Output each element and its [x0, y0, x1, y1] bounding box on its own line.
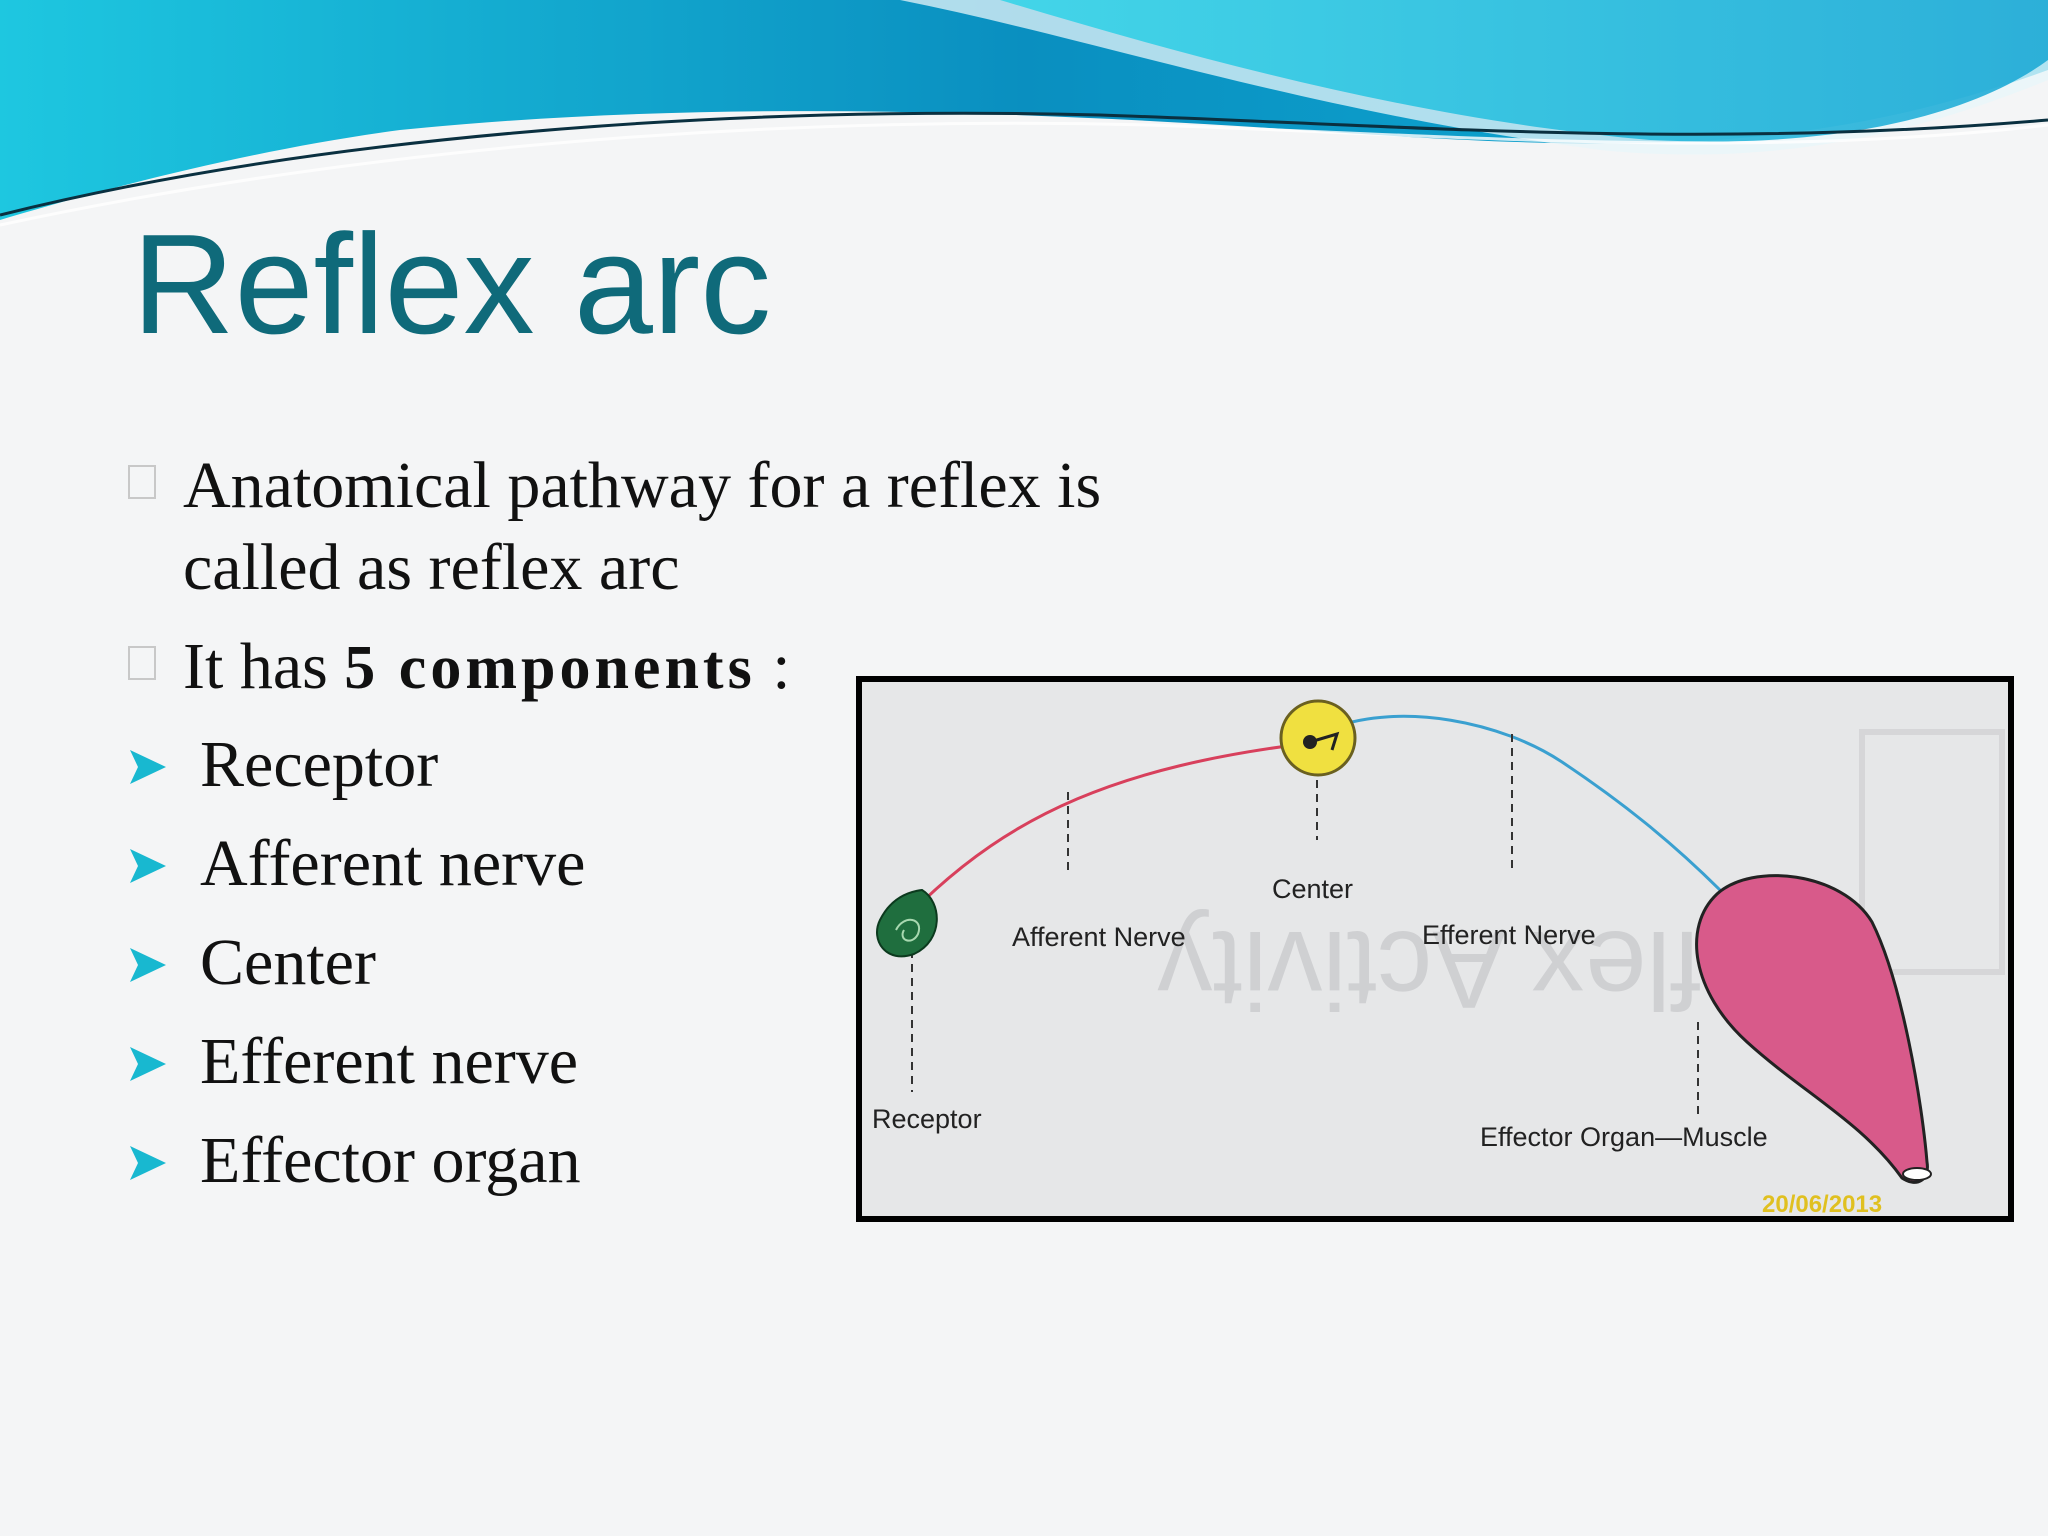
arrow-bullet-icon — [130, 1047, 166, 1081]
bullet-components: It has 5 components : — [128, 626, 1248, 709]
arrow-bullet-icon — [130, 750, 166, 784]
date-stamp: 20/06/2013 — [1762, 1191, 1882, 1216]
label-afferent-nerve: Afferent Nerve — [1012, 922, 1186, 952]
label-efferent-nerve: Efferent Nerve — [1422, 920, 1596, 950]
center-neuron-icon — [1279, 699, 1357, 777]
square-bullet-icon — [128, 465, 156, 499]
bullet-definition: Anatomical pathway for a reflex is calle… — [128, 445, 1248, 609]
receptor-icon — [876, 888, 938, 958]
label-receptor: Receptor — [872, 1104, 982, 1134]
component-item-afferent-nerve: Afferent nerve — [128, 823, 585, 905]
component-label: Afferent nerve — [200, 827, 586, 900]
afferent-nerve-line — [912, 742, 1303, 912]
label-effector-organ: Effector Organ—Muscle — [1480, 1122, 1768, 1152]
label-center: Center — [1272, 874, 1353, 904]
component-item-effector-organ: Effector organ — [128, 1120, 581, 1202]
arrow-bullet-icon — [130, 1146, 166, 1180]
component-label: Effector organ — [200, 1124, 581, 1197]
efferent-nerve-line — [1331, 714, 1724, 894]
arrow-bullet-icon — [130, 849, 166, 883]
bullet-text: Anatomical pathway for a reflex is calle… — [183, 449, 1102, 604]
components-suffix: : — [755, 630, 791, 703]
component-label: Receptor — [200, 728, 439, 801]
components-prefix: It has — [183, 630, 345, 703]
square-bullet-icon — [128, 646, 156, 680]
slide-title: Reflex arc — [132, 205, 772, 364]
component-label: Center — [200, 926, 376, 999]
components-count: 5 components — [344, 634, 756, 702]
component-item-efferent-nerve: Efferent nerve — [128, 1021, 578, 1103]
bullet-text: It has 5 components : — [183, 626, 1248, 709]
reflex-arc-diagram: Reflex Activity Receptor Afferent Nerve … — [856, 676, 2014, 1222]
component-label: Efferent nerve — [200, 1025, 579, 1098]
component-item-receptor: Receptor — [128, 724, 438, 806]
arrow-bullet-icon — [130, 948, 166, 982]
header-wave-banner — [0, 0, 2048, 227]
faint-frame — [1859, 729, 2005, 975]
component-item-center: Center — [128, 922, 376, 1004]
